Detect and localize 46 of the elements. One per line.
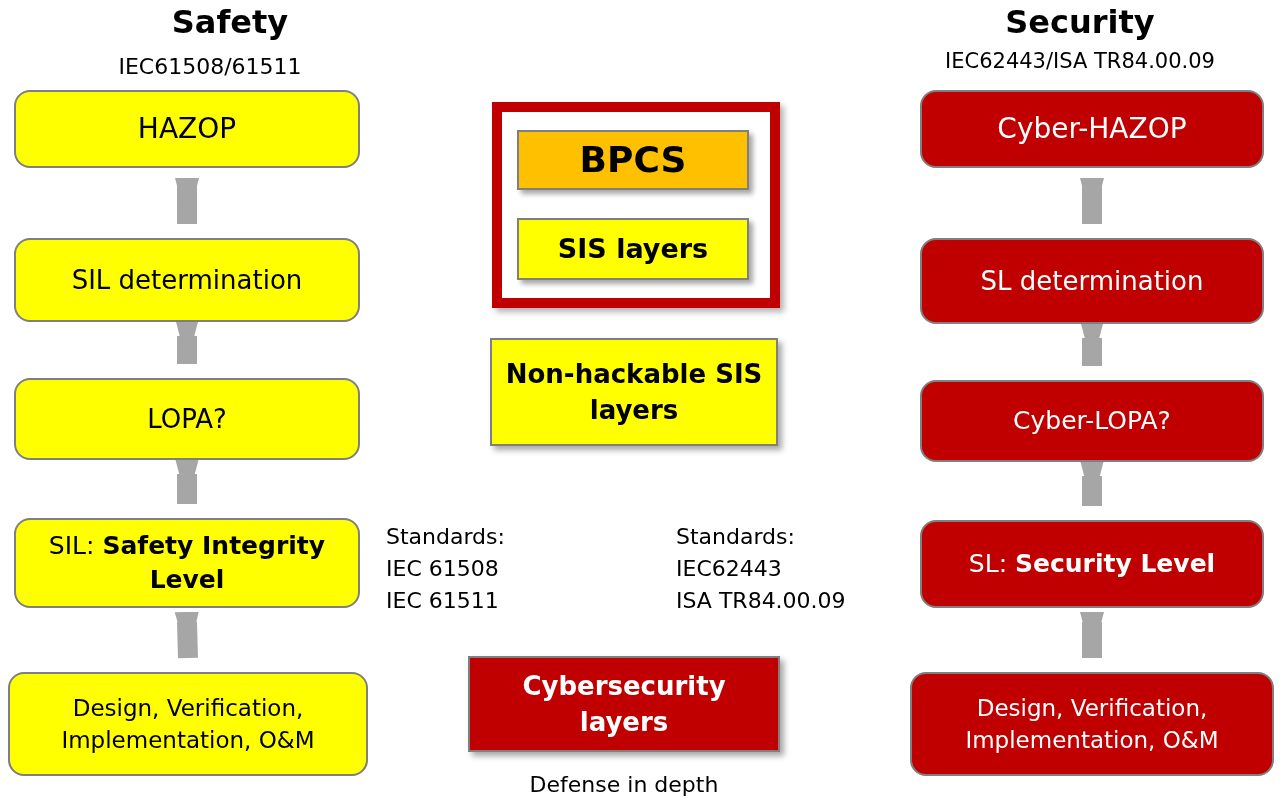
standard-text: IEC 61511 [386, 587, 500, 615]
standard-text: Standards: [676, 523, 796, 551]
process-box [910, 672, 1274, 776]
standard-text: IEC 61508 [386, 555, 500, 583]
process-box [14, 90, 360, 168]
layer-frame [492, 102, 780, 308]
layer-box [517, 130, 749, 190]
standard-text: IEC61508/61511 [117, 53, 303, 81]
process-box [920, 238, 1264, 324]
process-box [920, 380, 1264, 462]
arrow [175, 458, 199, 504]
column-heading: Security [1004, 2, 1156, 43]
box-label: HAZOP [136, 111, 238, 147]
layer-box [490, 338, 778, 446]
box-label: Non-hackable SIS layers [504, 358, 764, 427]
box-label: BPCS [578, 138, 688, 182]
standard-text: ISA TR84.00.09 [676, 587, 847, 615]
box-label: SL determination [979, 265, 1205, 298]
box-label: Design, Verification, Implementation, O&M [964, 694, 1220, 755]
process-box [920, 520, 1264, 608]
process-box [8, 672, 368, 776]
box-label: SIL: Safety Integrity Level [47, 530, 327, 596]
layer-box [517, 218, 749, 280]
arrow [175, 178, 199, 224]
process-box [14, 238, 360, 322]
box-label: Cybersecurity layers [521, 670, 727, 739]
box-label: SIS layers [556, 231, 710, 266]
standard-text: Standards: [386, 523, 506, 551]
standard-text: IEC62443/ISA TR84.00.09 [944, 48, 1216, 75]
column-heading: Safety [170, 2, 290, 43]
process-box [14, 378, 360, 460]
process-box [920, 90, 1264, 168]
box-label: Design, Verification, Implementation, O&M [60, 694, 316, 755]
box-label: LOPA? [146, 402, 228, 436]
arrow [1080, 178, 1104, 224]
box-label: Cyber-LOPA? [1012, 405, 1172, 438]
box-label: SL: Security Level [967, 548, 1217, 580]
node-label: Defense in depth [528, 771, 720, 799]
arrow [1080, 612, 1104, 658]
standard-text: IEC62443 [676, 555, 783, 583]
layer-box [468, 656, 780, 752]
arrow [174, 611, 199, 659]
arrow [1080, 460, 1104, 506]
process-box [14, 518, 360, 608]
box-label: Cyber-HAZOP [996, 111, 1188, 147]
box-label: SIL determination [70, 264, 304, 297]
